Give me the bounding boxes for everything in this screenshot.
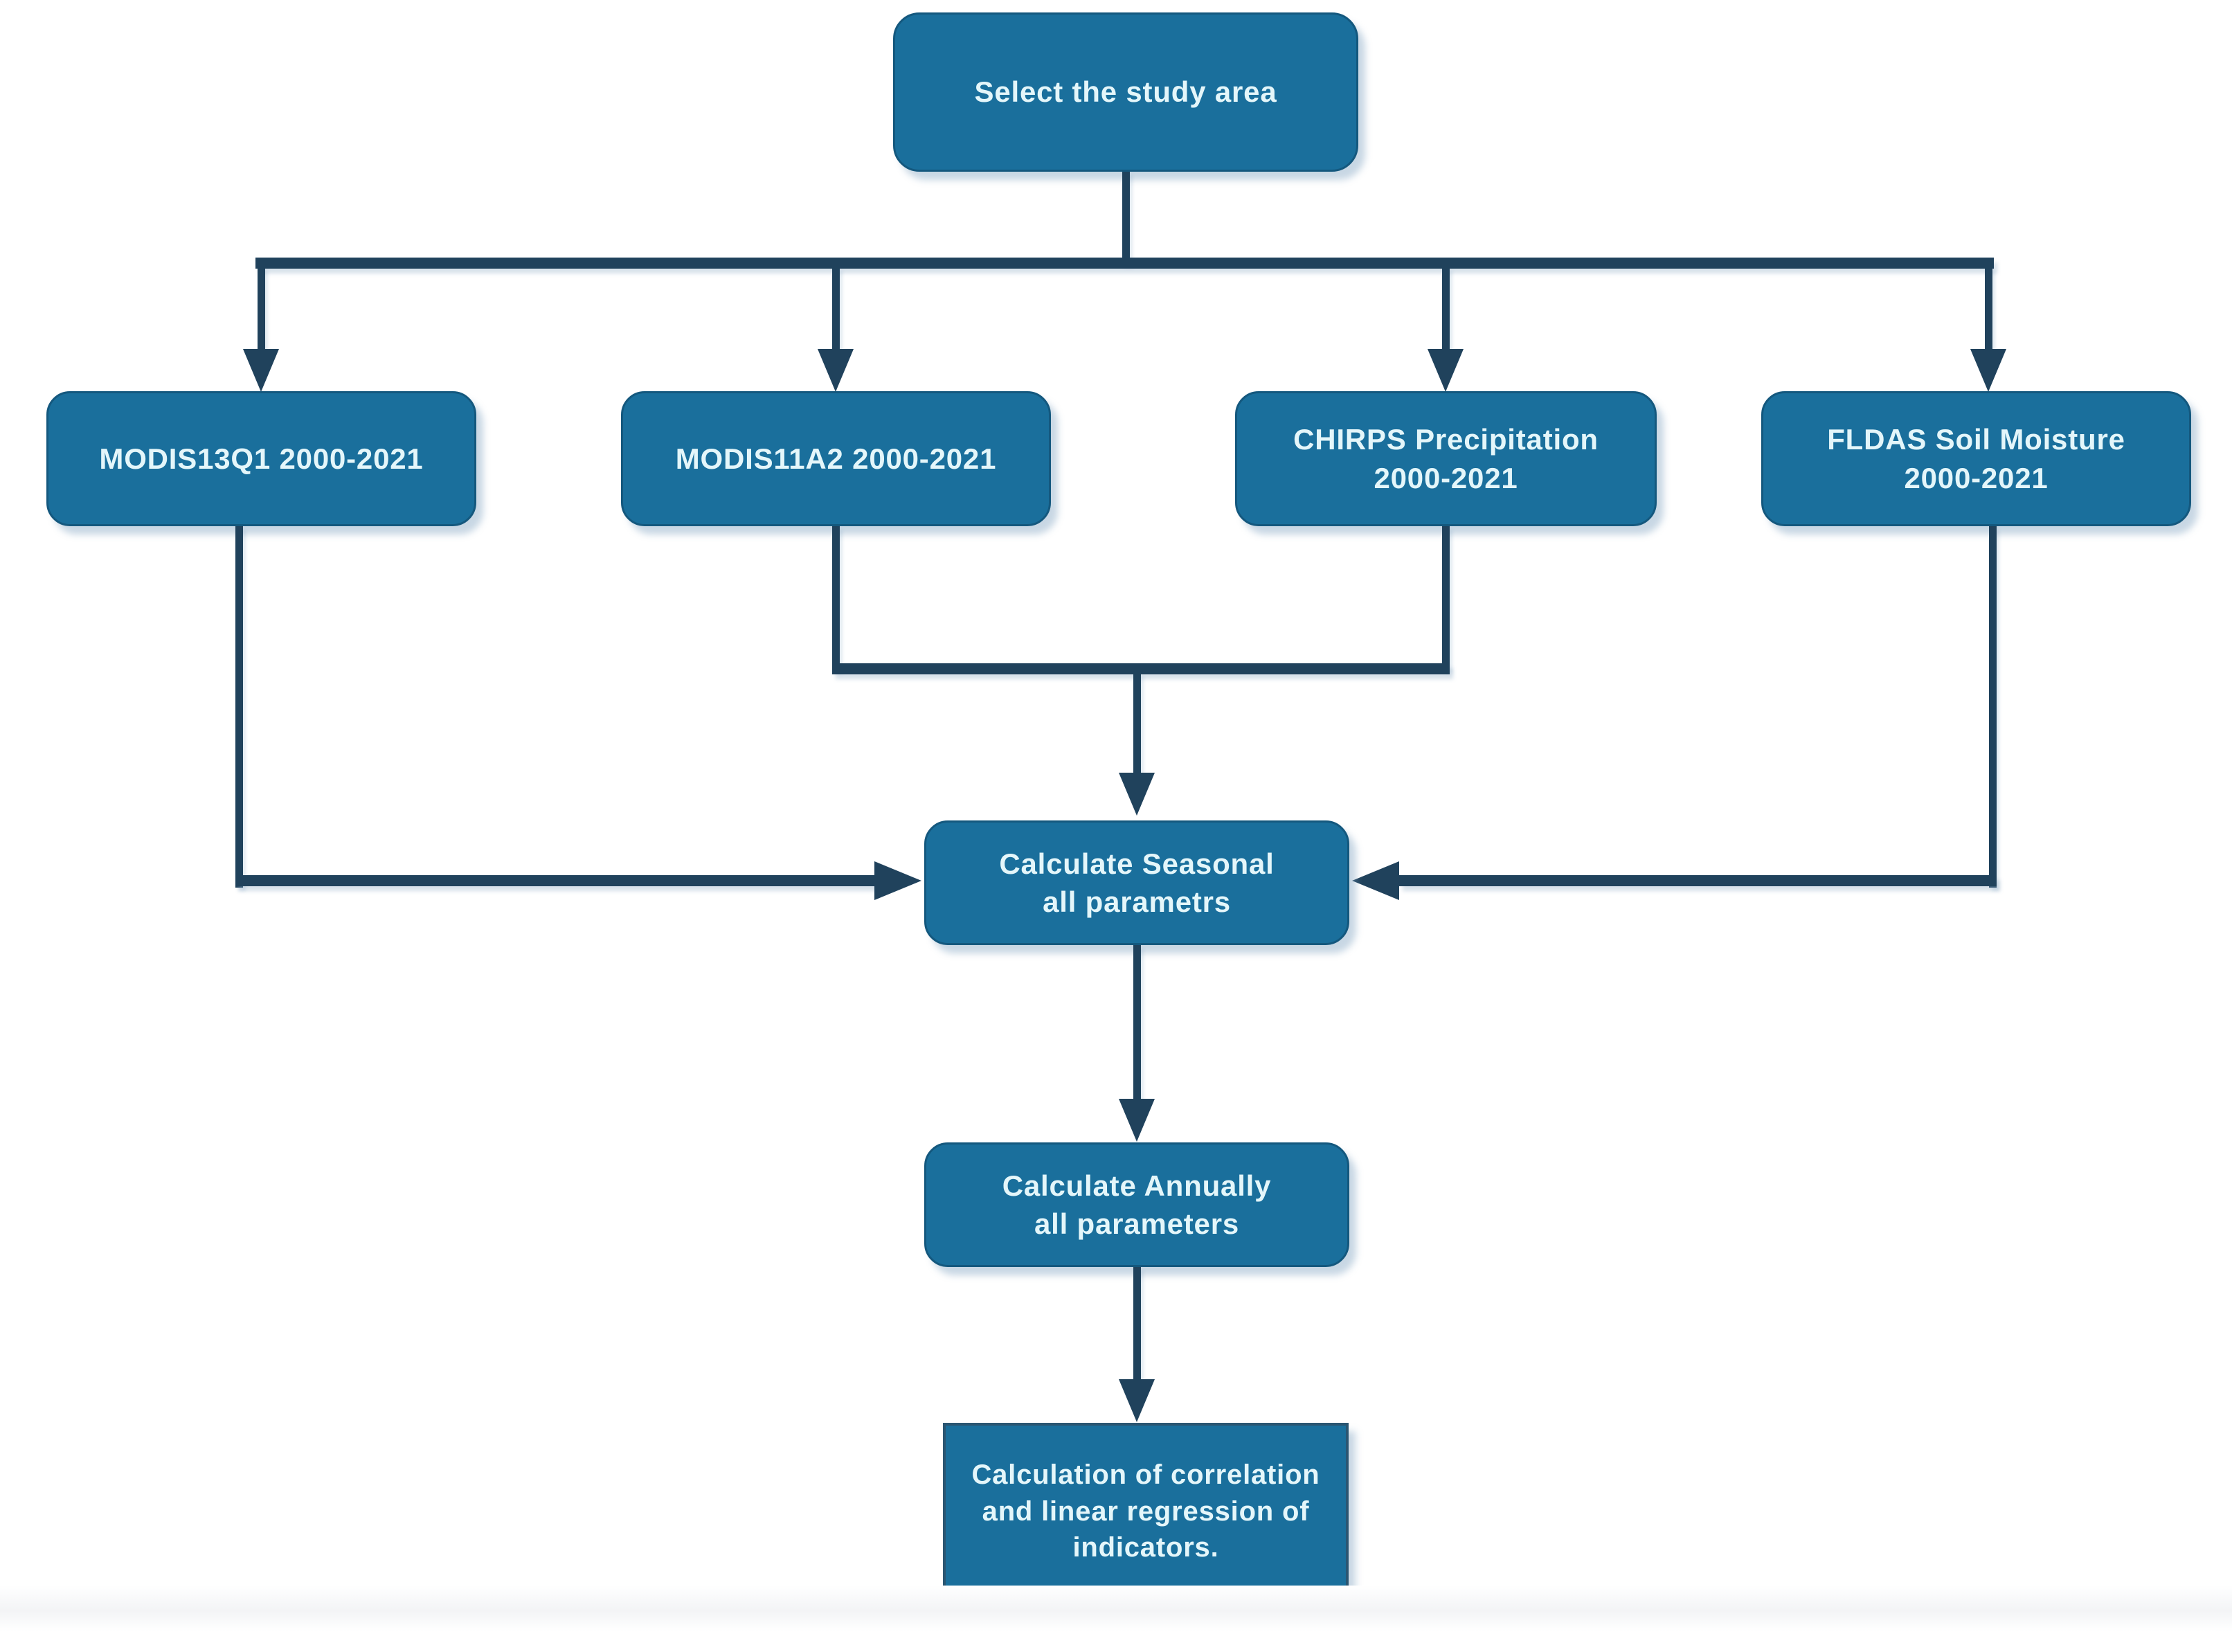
node-correlation-label-line3: indicators. (1072, 1532, 1219, 1563)
node-chirps-label-line1: CHIRPS Precipitation (1293, 423, 1599, 456)
node-select-study-area-label: Select the study area (974, 75, 1277, 109)
connector-join-bar (832, 663, 1450, 674)
connector-annually-to-correlation (1133, 1267, 1141, 1382)
arrowhead-right-seasonal (874, 861, 921, 900)
node-select-study-area: Select the study area (893, 12, 1358, 172)
connector-chirps-down (1442, 526, 1450, 670)
node-seasonal-label-line1: Calculate Seasonal (999, 847, 1275, 880)
node-annually-label-line1: Calculate Annually (1002, 1169, 1272, 1202)
connector-right-horizontal (1399, 875, 1997, 886)
arrowhead-down-chirps (1428, 349, 1464, 392)
node-correlation-regression: Calculation of correlation and linear re… (943, 1423, 1349, 1600)
node-annually-label-line2: all parameters (1034, 1207, 1240, 1240)
node-chirps-label-line2: 2000-2021 (1374, 461, 1518, 494)
arrowhead-down-annually (1119, 1099, 1155, 1142)
node-seasonal-label-line2: all parametrs (1043, 886, 1231, 918)
arrowhead-down-correlation (1119, 1379, 1155, 1422)
connector-drop-fldas (1985, 267, 1992, 352)
node-fldas-label-line1: FLDAS Soil Moisture (1827, 423, 2125, 456)
node-modis13q1: MODIS13Q1 2000-2021 (46, 391, 476, 526)
connector-join-stem (1133, 673, 1141, 775)
arrowhead-left-seasonal (1352, 861, 1399, 900)
connector-modis11a2-down (832, 526, 840, 670)
node-calculate-annually: Calculate Annually all parameters (924, 1142, 1349, 1267)
connector-top-stem (1122, 172, 1130, 264)
node-correlation-label-line1: Calculation of correlation (971, 1459, 1320, 1490)
connector-drop-chirps (1442, 267, 1450, 352)
connector-branch-bar (255, 258, 1994, 269)
node-fldas-soil-moisture: FLDAS Soil Moisture 2000-2021 (1761, 391, 2191, 526)
node-modis11a2-label: MODIS11A2 2000-2021 (675, 442, 997, 475)
node-chirps-precipitation: CHIRPS Precipitation 2000-2021 (1235, 391, 1657, 526)
arrowhead-down-seasonal (1119, 773, 1155, 816)
node-calculate-seasonal: Calculate Seasonal all parametrs (924, 820, 1349, 945)
node-fldas-label-line2: 2000-2021 (1904, 461, 2049, 494)
connector-fldas-down (1989, 526, 1997, 888)
node-modis11a2: MODIS11A2 2000-2021 (621, 391, 1051, 526)
connector-left-horizontal (235, 875, 876, 886)
connector-drop-modis11a2 (832, 267, 840, 352)
arrowhead-down-modis13q1 (243, 349, 279, 392)
arrowhead-down-modis11a2 (818, 349, 854, 392)
node-modis13q1-label: MODIS13Q1 2000-2021 (99, 442, 424, 475)
node-correlation-label-line2: and linear regression of (982, 1496, 1310, 1527)
connector-seasonal-to-annually (1133, 945, 1141, 1102)
arrowhead-down-fldas (1970, 349, 2006, 392)
page-bottom-strip (0, 1586, 2232, 1631)
connector-drop-modis13q1 (258, 267, 265, 352)
connector-modis13q1-down (235, 526, 243, 888)
